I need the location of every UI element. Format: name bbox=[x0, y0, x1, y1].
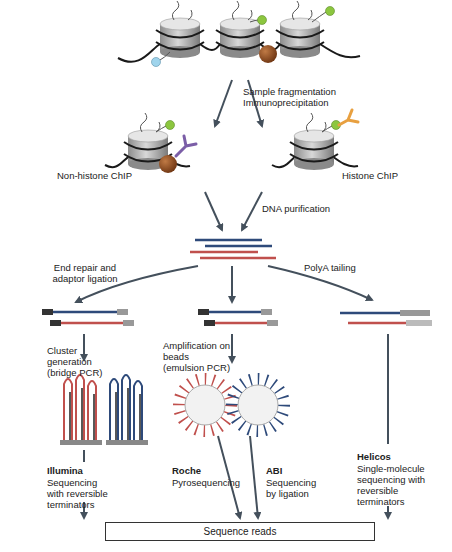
step-label: PolyA tailing bbox=[304, 262, 356, 273]
platform-name: ABI bbox=[266, 465, 282, 476]
step-label: Sequencing by ligation bbox=[266, 477, 326, 499]
platform-name: Roche bbox=[172, 465, 201, 476]
step-label: Pyrosequencing bbox=[172, 477, 240, 488]
step-label: Immunoprecipitation bbox=[243, 97, 329, 108]
box-text: Sequence reads bbox=[204, 526, 277, 537]
step-label: Amplification on beads (emulsion PCR) bbox=[163, 340, 232, 373]
platform-name: Helicos bbox=[357, 451, 391, 462]
step-label: Histone ChIP bbox=[342, 170, 398, 181]
platform-name: Illumina bbox=[47, 465, 83, 476]
step-label: Single-molecule sequencing with reversib… bbox=[357, 463, 429, 507]
step-label: DNA purification bbox=[262, 203, 330, 214]
step-label: Non-histone ChIP bbox=[57, 170, 132, 181]
step-label: Sample fragmentation bbox=[243, 86, 336, 97]
step-label: Sequencing with reversible terminators bbox=[47, 477, 115, 510]
step-label: End repair and adaptor ligation bbox=[50, 262, 120, 284]
step-label: Cluster generation (bridge PCR) bbox=[47, 345, 107, 378]
output-box: Sequence reads bbox=[105, 522, 375, 541]
